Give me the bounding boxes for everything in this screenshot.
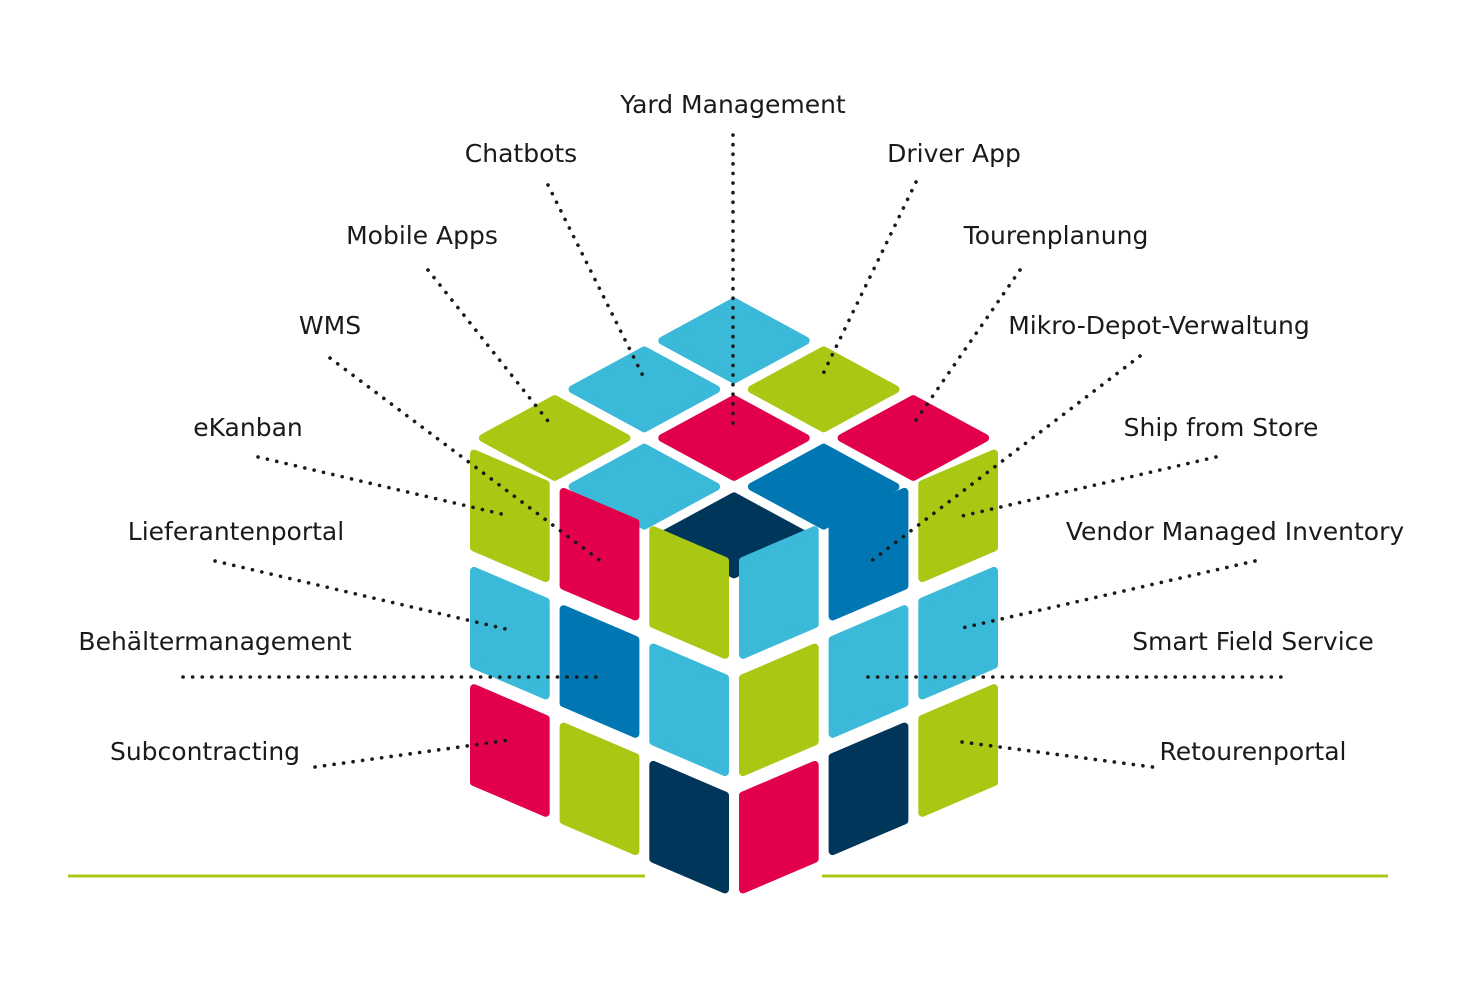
label-chatbots: Chatbots <box>465 139 577 168</box>
connectors <box>181 133 1292 770</box>
label-mikro-depot-verwaltung: Mikro-Depot-Verwaltung <box>1008 311 1310 340</box>
labels: Yard Management Chatbots Driver App Mobi… <box>78 90 1404 766</box>
cube-right-tile-0-2 <box>918 449 998 583</box>
connector-chatbots <box>546 183 647 382</box>
cube-left-tile-1-2 <box>649 643 729 777</box>
connector-wms <box>328 356 604 564</box>
connector-vendor-managed-inventory <box>960 559 1257 630</box>
connector-lieferantenportal <box>213 559 512 632</box>
cube-left-tile-0-2 <box>649 526 729 659</box>
cube-left-tile-0-1 <box>559 487 640 621</box>
label-wms: WMS <box>299 311 361 340</box>
label-ship-from-store: Ship from Store <box>1124 413 1319 442</box>
label-vendor-managed-inventory: Vendor Managed Inventory <box>1066 517 1405 546</box>
cube-top-tile-1-0 <box>568 346 721 433</box>
cube-right-tile-1-2 <box>918 566 998 700</box>
cube-top-tile-0-1 <box>747 346 900 433</box>
label-subcontracting: Subcontracting <box>110 737 300 766</box>
label-yard-management: Yard Management <box>619 90 846 119</box>
label-retourenportal: Retourenportal <box>1159 737 1346 766</box>
cube-left-tile-1-1 <box>559 605 640 738</box>
cube-left-tile-2-1 <box>559 722 640 856</box>
cube-right-tile-1-1 <box>828 605 909 738</box>
label-behaeltermanagement: Behältermanagement <box>78 627 351 656</box>
cube-top-tile-1-1 <box>658 395 810 481</box>
cube-top-tile-0-0 <box>658 297 810 384</box>
cube-right-tile-2-2 <box>918 684 998 817</box>
cube-top-tile-2-1 <box>568 443 721 530</box>
label-tourenplanung: Tourenplanung <box>963 221 1149 250</box>
cube-right-tile-0-0 <box>739 526 819 659</box>
cube-left-tile-2-2 <box>649 760 729 894</box>
cube-left-tile-1-0 <box>470 566 550 700</box>
cube-right-tile-0-1 <box>828 487 909 621</box>
connector-mikro-depot <box>868 354 1142 564</box>
cube-right-tile-2-0 <box>739 760 819 894</box>
connector-mobile-apps <box>426 268 554 428</box>
cube-right-tile-1-0 <box>739 643 819 777</box>
label-lieferantenportal: Lieferantenportal <box>128 517 344 546</box>
connector-tourenplanung <box>910 268 1022 428</box>
label-driver-app: Driver App <box>887 139 1021 168</box>
connector-subcontracting <box>313 738 512 769</box>
connector-ship-from-store <box>960 455 1218 518</box>
label-ekanban: eKanban <box>193 413 303 442</box>
label-mobile-apps: Mobile Apps <box>346 221 498 250</box>
rubiks-cube <box>470 297 998 894</box>
cube-top-tile-0-2 <box>837 395 990 481</box>
label-smart-field-service: Smart Field Service <box>1132 627 1374 656</box>
connector-driver-app <box>820 180 918 378</box>
cube-top-tile-2-2 <box>658 492 810 579</box>
cube-top-tile-1-2 <box>747 443 900 530</box>
cube-left-tile-2-0 <box>470 684 550 817</box>
cube-right-tile-2-1 <box>828 722 909 856</box>
cube-left-tile-0-0 <box>470 449 550 583</box>
cube-top-tile-2-0 <box>478 395 631 481</box>
